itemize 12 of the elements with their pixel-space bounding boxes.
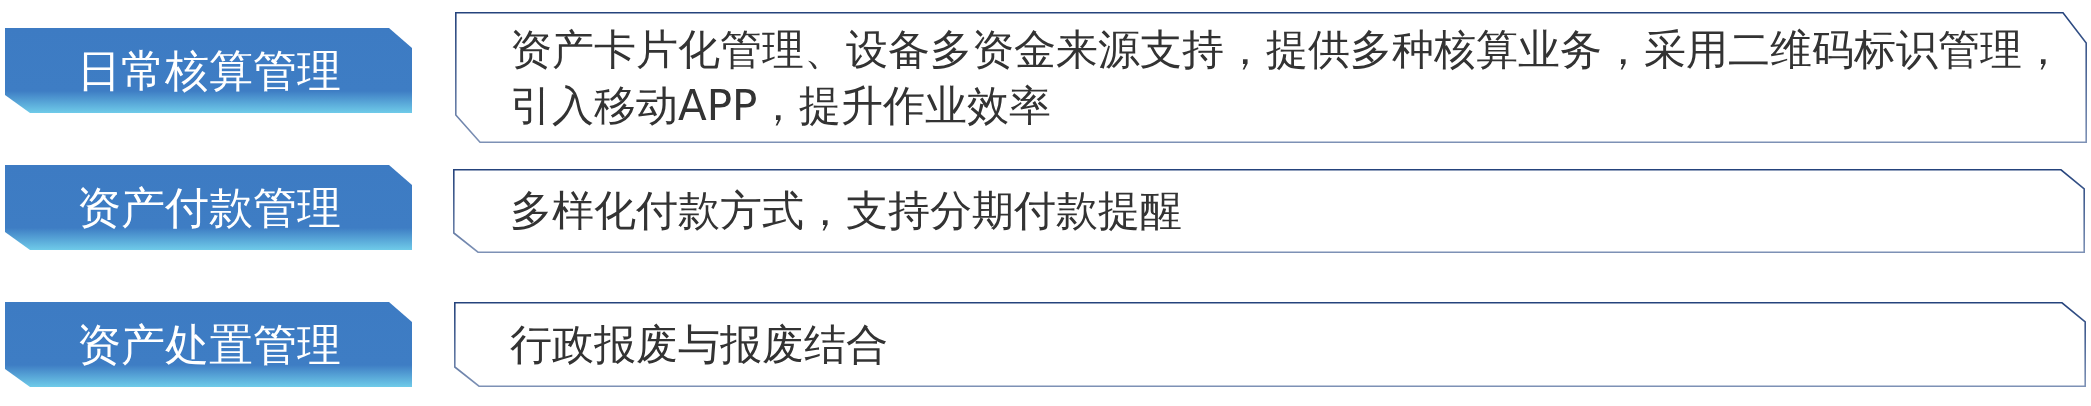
category-banner	[5, 165, 412, 250]
category-banner	[5, 302, 412, 387]
category-banner	[5, 28, 412, 113]
description-text: 资产卡片化管理、设备多资金来源支持，提供多种核算业务，采用二维码标识管理，引入移动APP，提升作业效率	[510, 23, 2065, 132]
banner-label: 资产付款管理	[75, 180, 342, 235]
description-panel	[454, 302, 2086, 387]
description-text: 行政报废与报废结合	[510, 318, 889, 371]
description-panel	[453, 169, 2085, 253]
banner-label: 日常核算管理	[75, 43, 342, 98]
banner-label: 资产处置管理	[75, 317, 342, 372]
description-text: 多样化付款方式，支持分期付款提醒	[510, 185, 1183, 237]
description-panel	[455, 12, 2087, 143]
